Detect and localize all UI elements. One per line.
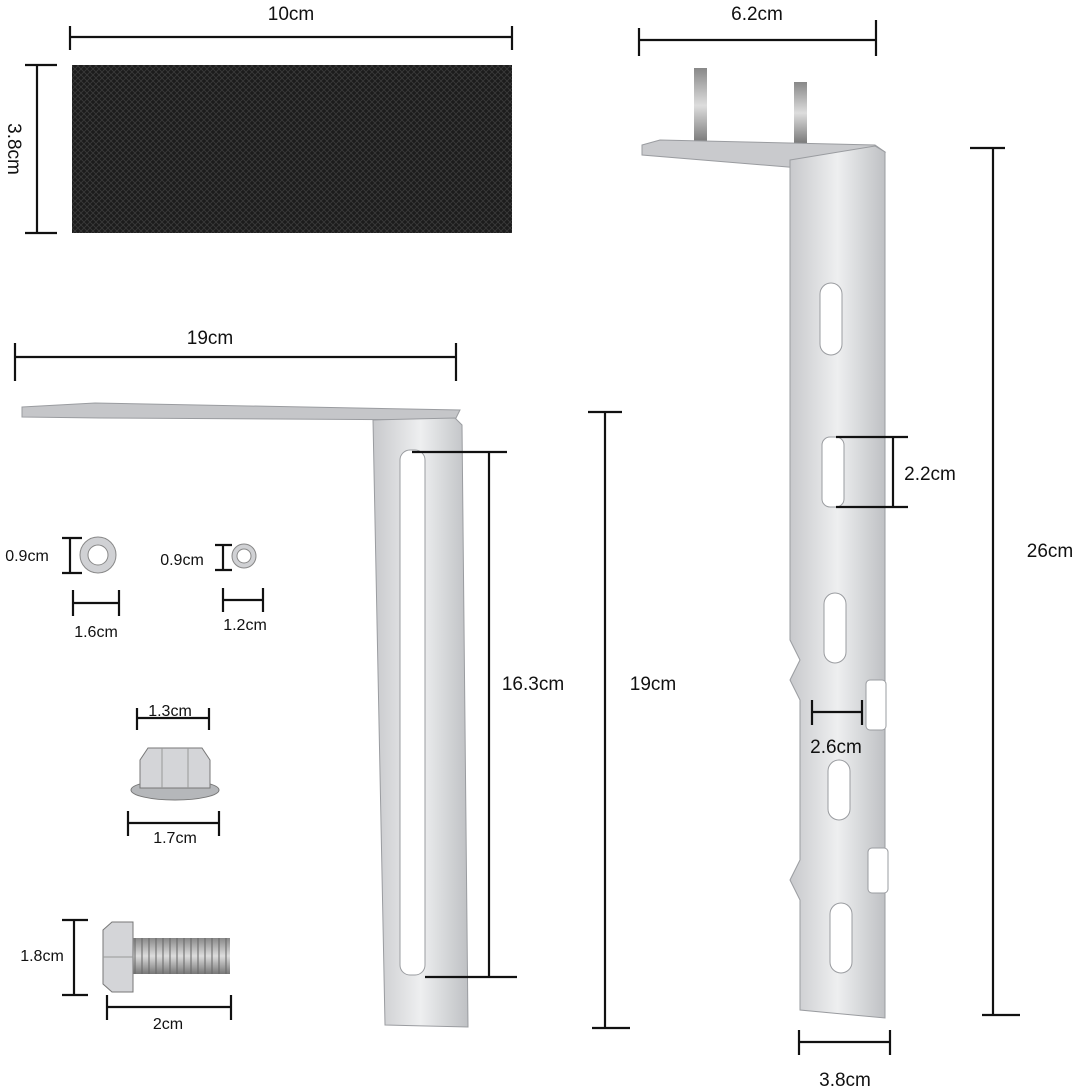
adhesive-pad	[72, 65, 512, 233]
strip-width-label: 3.8cm	[819, 1070, 871, 1090]
long-bracket-height-dimension: 26cm	[970, 146, 1073, 1017]
slot-height-label: 2.2cm	[904, 464, 956, 485]
pad-width-label: 10cm	[268, 4, 314, 25]
pad-width-dimension: 10cm	[68, 4, 514, 50]
pad-height-dimension: 3.8cm	[3, 63, 57, 235]
l-bracket-slot-dimension: 16.3cm	[412, 450, 564, 979]
small-washer	[231, 543, 257, 569]
hex-bolt	[102, 921, 230, 993]
bolt-dimensions: 1.8cm 2cm	[20, 918, 233, 1033]
tab-width-label: 2.6cm	[810, 737, 862, 758]
small-washer-thickness-label: 0.9cm	[160, 552, 204, 569]
long-bracket	[641, 68, 889, 1019]
slot-height-dimension: 2.2cm	[836, 435, 956, 509]
large-washer-diameter-label: 1.6cm	[74, 624, 118, 641]
tab-width-dimension: 2.6cm	[810, 700, 864, 758]
bolt-length-label: 2cm	[153, 1016, 183, 1033]
nut-flange-width-label: 1.7cm	[153, 830, 197, 847]
strip-width-dimension: 3.8cm	[797, 1030, 892, 1090]
flange-nut	[130, 747, 220, 801]
long-bracket-top-width-label: 6.2cm	[731, 4, 783, 25]
long-bracket-height-label: 26cm	[1027, 541, 1073, 562]
l-bracket-slot-label: 16.3cm	[502, 674, 564, 695]
nut-top-width-label: 1.3cm	[148, 703, 192, 720]
l-bracket	[21, 402, 469, 1028]
large-washer-thickness-label: 0.9cm	[5, 548, 49, 565]
nut-dimensions: 1.3cm 1.7cm	[126, 703, 221, 847]
large-washer-dimensions: 0.9cm 1.6cm	[5, 536, 121, 641]
l-bracket-width-label: 19cm	[187, 328, 233, 349]
bolt-head-height-label: 1.8cm	[20, 948, 64, 965]
pad-height-label: 3.8cm	[3, 123, 24, 175]
l-bracket-width-dimension: 19cm	[13, 328, 458, 381]
small-washer-dimensions: 0.9cm 1.2cm	[160, 543, 267, 634]
long-bracket-top-width-dimension: 6.2cm	[637, 4, 878, 56]
large-washer	[79, 536, 117, 574]
small-washer-diameter-label: 1.2cm	[223, 617, 267, 634]
l-bracket-height-dimension: 19cm	[588, 410, 676, 1030]
l-bracket-height-label: 19cm	[630, 674, 676, 695]
